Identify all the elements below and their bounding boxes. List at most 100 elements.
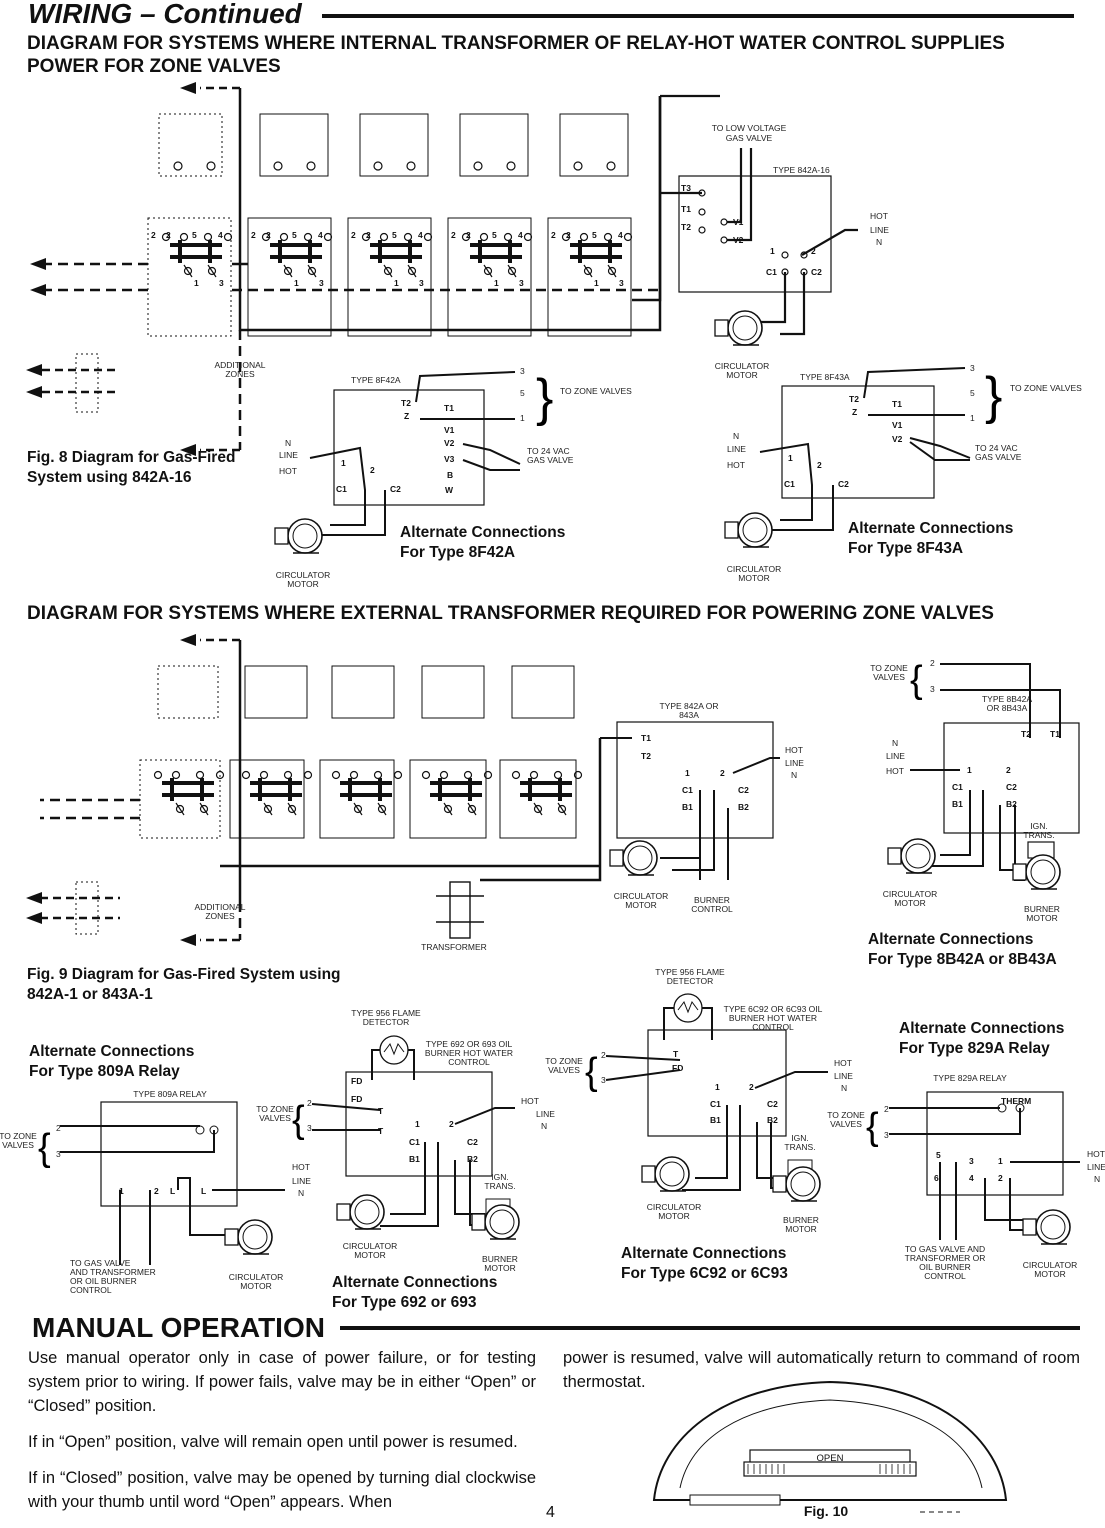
section-heading-external: DIAGRAM FOR SYSTEMS WHERE EXTERNAL TRANS…	[27, 603, 994, 624]
svg-text:{: {	[292, 1099, 305, 1141]
svg-text:W: W	[445, 485, 454, 495]
svg-text:HOT: HOT	[279, 466, 297, 476]
alt-692-diagram: TYPE 956 FLAME DETECTOR TYPE 692 OR 693 …	[256, 1008, 555, 1273]
manual-text-left: Use manual operator only in case of powe…	[28, 1349, 536, 1511]
svg-text:FD: FD	[672, 1063, 683, 1073]
transformer-label: TRANSFORMER	[421, 942, 487, 952]
manual-operation-title: MANUAL OPERATION	[32, 1312, 325, 1343]
svg-text:C2: C2	[467, 1137, 478, 1147]
svg-text:CONTROL: CONTROL	[752, 1022, 794, 1032]
svg-text:BURNER: BURNER	[482, 1254, 518, 1264]
svg-text:CIRCULATOR: CIRCULATOR	[343, 1241, 397, 1251]
svg-text:THERM: THERM	[1001, 1096, 1031, 1106]
svg-text:2: 2	[366, 230, 371, 240]
section-heading-internal: DIAGRAM FOR SYSTEMS WHERE INTERNAL TRANS…	[27, 33, 1005, 77]
svg-text:MOTOR: MOTOR	[240, 1281, 271, 1291]
svg-text:B1: B1	[682, 802, 693, 812]
svg-text:5: 5	[192, 230, 197, 240]
svg-text:TO 24 VAC: TO 24 VAC	[975, 443, 1018, 453]
svg-text:843A: 843A	[679, 710, 699, 720]
title-rule	[322, 14, 1074, 18]
svg-text:BURNER HOT WATER: BURNER HOT WATER	[425, 1048, 513, 1058]
svg-text:TYPE 6C92 OR 6C93 OIL: TYPE 6C92 OR 6C93 OIL	[724, 1004, 823, 1014]
svg-text:N: N	[791, 770, 797, 780]
line-label: LINE	[870, 225, 889, 235]
svg-text:2: 2	[466, 230, 471, 240]
svg-text:4: 4	[618, 230, 623, 240]
alt-829a-caption: Alternate Connections For Type 829A Rela…	[899, 1020, 1065, 1057]
svg-text:4: 4	[969, 1173, 974, 1183]
svg-text:T3: T3	[681, 183, 691, 193]
svg-text:N: N	[298, 1188, 304, 1198]
relay-842a-type: TYPE 842A OR	[659, 701, 718, 711]
svg-text:T1: T1	[681, 204, 691, 214]
svg-text:FD: FD	[351, 1076, 362, 1086]
svg-text:3: 3	[520, 366, 525, 376]
svg-text:4: 4	[218, 230, 223, 240]
alt-692-caption: Alternate Connections For Type 692 or 69…	[332, 1274, 498, 1311]
svg-text:2: 2	[307, 1098, 312, 1108]
svg-text:T1: T1	[641, 733, 651, 743]
svg-text:C2: C2	[390, 484, 401, 494]
svg-text:C2: C2	[838, 479, 849, 489]
svg-text:LINE: LINE	[536, 1109, 555, 1119]
svg-text:VALVES: VALVES	[873, 672, 905, 682]
svg-text:C2: C2	[767, 1099, 778, 1109]
svg-text:VALVES: VALVES	[259, 1113, 291, 1123]
svg-text:1: 1	[685, 768, 690, 778]
svg-text:B2: B2	[467, 1154, 478, 1164]
svg-text:C2: C2	[811, 267, 822, 277]
svg-text:3: 3	[970, 363, 975, 373]
svg-text:T1: T1	[892, 399, 902, 409]
svg-text:C1: C1	[682, 785, 693, 795]
svg-text:2: 2	[166, 230, 171, 240]
svg-text:2: 2	[370, 465, 375, 475]
svg-text:TYPE 956 FLAME: TYPE 956 FLAME	[351, 1008, 421, 1018]
svg-text:3: 3	[319, 278, 324, 288]
svg-text:5: 5	[936, 1150, 941, 1160]
alt-809a-diagram: TYPE 809A RELAY TO ZONE VALVES { 23 1 2 …	[0, 1089, 311, 1295]
svg-text:OR 8B43A: OR 8B43A	[987, 703, 1028, 713]
svg-text:TO ZONE: TO ZONE	[827, 1110, 865, 1120]
svg-text:L: L	[170, 1186, 175, 1196]
alt-8f42a-caption: Alternate Connections For Type 8F42A	[400, 524, 566, 561]
svg-text:N: N	[1094, 1174, 1100, 1184]
svg-text:4: 4	[518, 230, 523, 240]
svg-text:HOT: HOT	[292, 1162, 310, 1172]
svg-text:V1: V1	[892, 420, 903, 430]
svg-text:2: 2	[566, 230, 571, 240]
alt-829a-diagram: TYPE 829A RELAY THERM TO ZONE VALVES { 2…	[827, 1073, 1105, 1281]
fig8-caption: Fig. 8 Diagram for Gas-Fired System usin…	[27, 449, 236, 486]
svg-text:ADDITIONAL: ADDITIONAL	[194, 902, 245, 912]
svg-text:HOT: HOT	[1087, 1149, 1105, 1159]
to-low-voltage-label-2: GAS VALVE	[726, 133, 773, 143]
svg-text:MOTOR: MOTOR	[484, 1263, 515, 1273]
svg-text:CIRCULATOR: CIRCULATOR	[276, 570, 330, 580]
svg-text:2: 2	[266, 230, 271, 240]
svg-text:C1: C1	[409, 1137, 420, 1147]
svg-text:{: {	[585, 1051, 598, 1093]
svg-text:1: 1	[119, 1186, 124, 1196]
svg-text:2: 2	[351, 230, 356, 240]
svg-text:N: N	[733, 431, 739, 441]
svg-text:1: 1	[594, 278, 599, 288]
svg-text:C1: C1	[766, 267, 777, 277]
svg-text:1: 1	[967, 765, 972, 775]
svg-text:MOTOR: MOTOR	[1034, 1269, 1065, 1279]
svg-text:2: 2	[1006, 765, 1011, 775]
svg-text:LINE: LINE	[785, 758, 804, 768]
svg-text:IGN.: IGN.	[1030, 821, 1047, 831]
svg-text:3: 3	[969, 1156, 974, 1166]
svg-text:L: L	[201, 1186, 206, 1196]
relay-842a16-type: TYPE 842A-16	[773, 165, 830, 175]
svg-text:T: T	[673, 1049, 679, 1059]
svg-text:MOTOR: MOTOR	[738, 573, 769, 583]
svg-text:T2: T2	[641, 751, 651, 761]
svg-text:T1: T1	[1050, 729, 1060, 739]
svg-text:MOTOR: MOTOR	[625, 900, 656, 910]
svg-text:GAS VALVE: GAS VALVE	[975, 452, 1022, 462]
svg-text:BURNER: BURNER	[783, 1215, 819, 1225]
svg-text:C1: C1	[784, 479, 795, 489]
svg-text:TO ZONE VALVES: TO ZONE VALVES	[1010, 383, 1082, 393]
svg-text:2: 2	[451, 230, 456, 240]
